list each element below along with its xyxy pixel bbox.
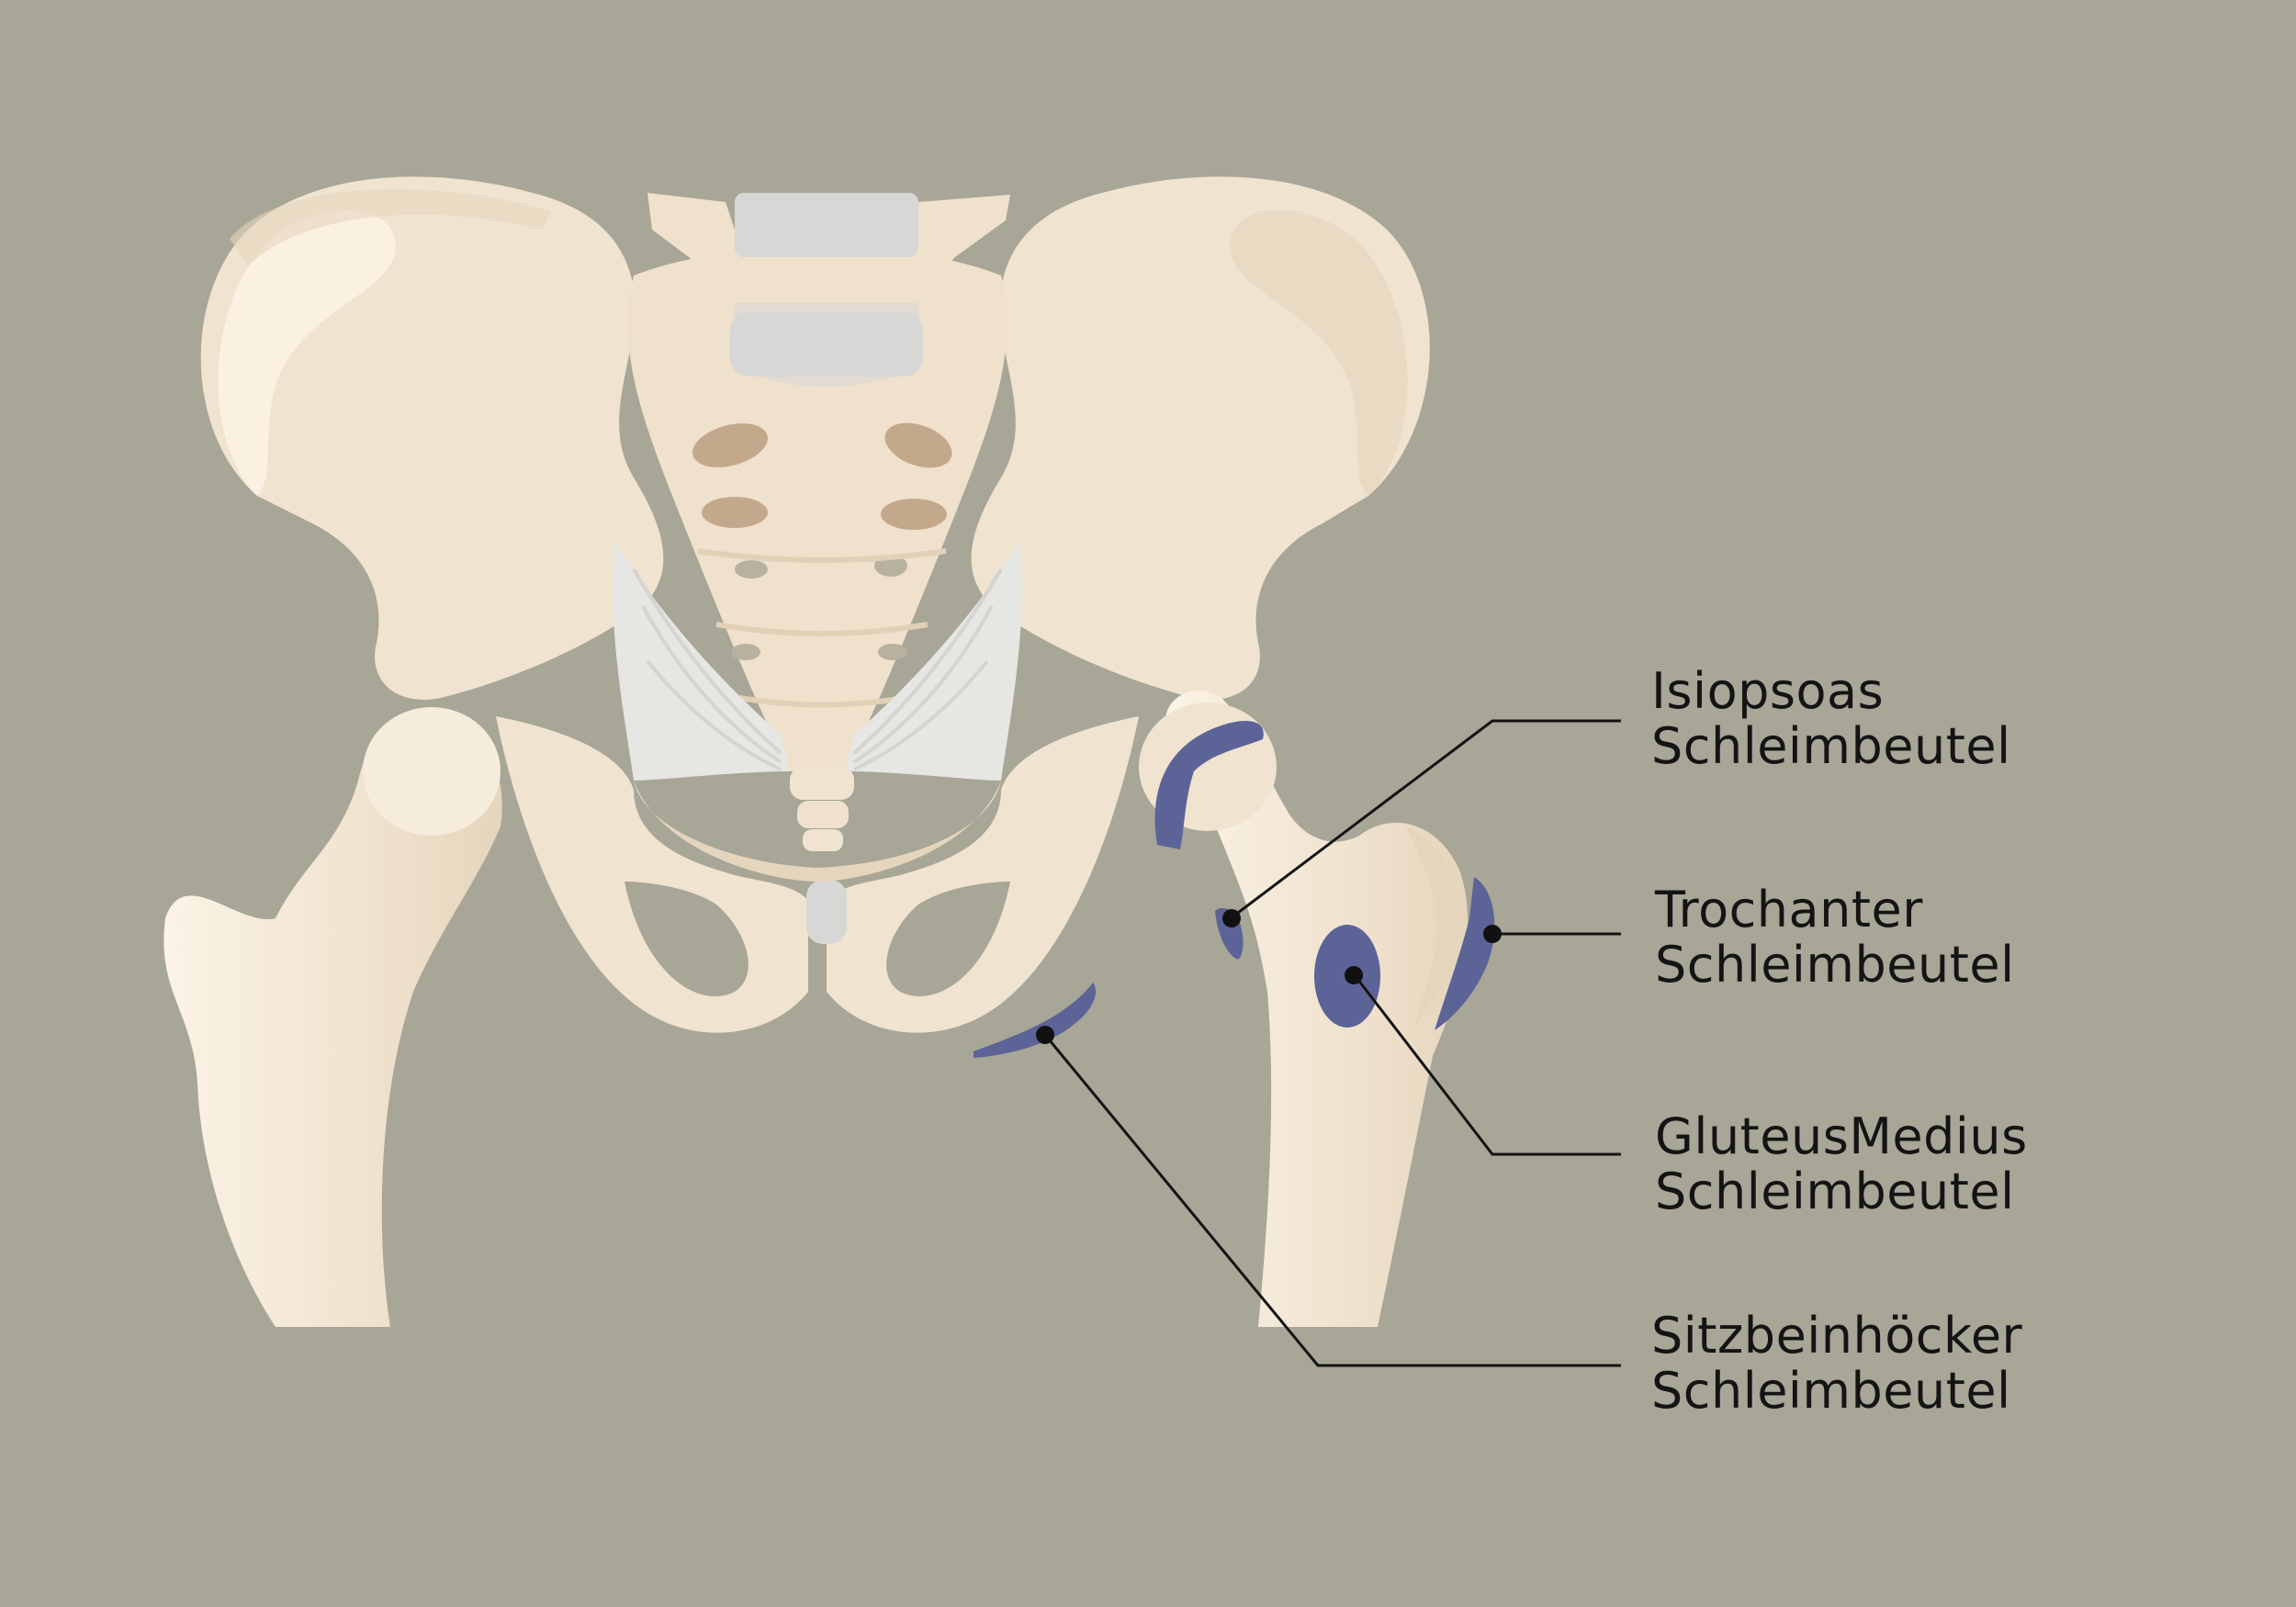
sacral-foramen bbox=[692, 423, 768, 467]
leader-line-gluteus bbox=[1353, 974, 1621, 1156]
sacral-foramen bbox=[884, 422, 952, 468]
leader-line-iliopsoas bbox=[1230, 719, 1621, 920]
ischial-bursa bbox=[974, 983, 1097, 1058]
dot-trochanter bbox=[1483, 925, 1502, 943]
sacrum bbox=[627, 248, 1007, 771]
label-gluteus-medius: GluteusMedius Schleimbeutel bbox=[1655, 1109, 2028, 1219]
label-trochanter: Trochanter Schleimbeutel bbox=[1655, 882, 2015, 993]
dot-sitzbein bbox=[1036, 1026, 1054, 1044]
label-trochanter-line2: Schleimbeutel bbox=[1655, 936, 2015, 994]
iliopsoas-bursa bbox=[1154, 721, 1264, 849]
right-pubis bbox=[827, 716, 1139, 1033]
label-sitzbeinhoecker-line2: Schleimbeutel bbox=[1651, 1362, 2011, 1420]
right-ligament bbox=[845, 542, 1022, 781]
label-iliopsoas-line1: Isiopsoas bbox=[1651, 662, 1885, 720]
label-iliopsoas-line2: Schleimbeutel bbox=[1651, 717, 2011, 775]
dot-gluteus bbox=[1345, 966, 1363, 984]
trochanter-bursa bbox=[1435, 877, 1495, 1030]
sacral-foramen bbox=[881, 499, 947, 530]
pubic-symphysis bbox=[806, 880, 847, 944]
sacral-foramen bbox=[878, 644, 907, 660]
lumbar-vertebra bbox=[647, 193, 1010, 388]
sacral-foramen bbox=[731, 644, 760, 660]
left-femur bbox=[163, 707, 502, 1327]
bursae bbox=[974, 721, 1495, 1058]
label-sitzbeinhoecker: Sitzbeinhöcker Schleimbeutel bbox=[1651, 1309, 2022, 1419]
right-ilium bbox=[971, 176, 1430, 700]
leader-line-sitzbein bbox=[1043, 1034, 1621, 1367]
label-gluteus-medius-line2: Schleimbeutel bbox=[1655, 1163, 2015, 1220]
leader-lines bbox=[1043, 719, 1621, 1367]
left-ligament bbox=[613, 542, 790, 781]
label-sitzbeinhoecker-line1: Sitzbeinhöcker bbox=[1651, 1307, 2023, 1365]
left-pubis bbox=[496, 716, 808, 1033]
pelvic-inlet bbox=[634, 781, 1001, 882]
dot-iliopsoas bbox=[1222, 909, 1241, 927]
left-femoral-head bbox=[363, 707, 501, 836]
label-iliopsoas: Isiopsoas Schleimbeutel bbox=[1651, 664, 2011, 774]
sacral-foramen bbox=[735, 560, 768, 579]
leader-dots bbox=[1036, 909, 1502, 1044]
label-trochanter-line1: Trochanter bbox=[1655, 881, 1923, 938]
coccyx bbox=[790, 767, 854, 851]
sacral-foramen bbox=[702, 497, 768, 528]
left-ilium bbox=[200, 176, 664, 700]
label-gluteus-medius-line1: GluteusMedius bbox=[1655, 1107, 2028, 1165]
